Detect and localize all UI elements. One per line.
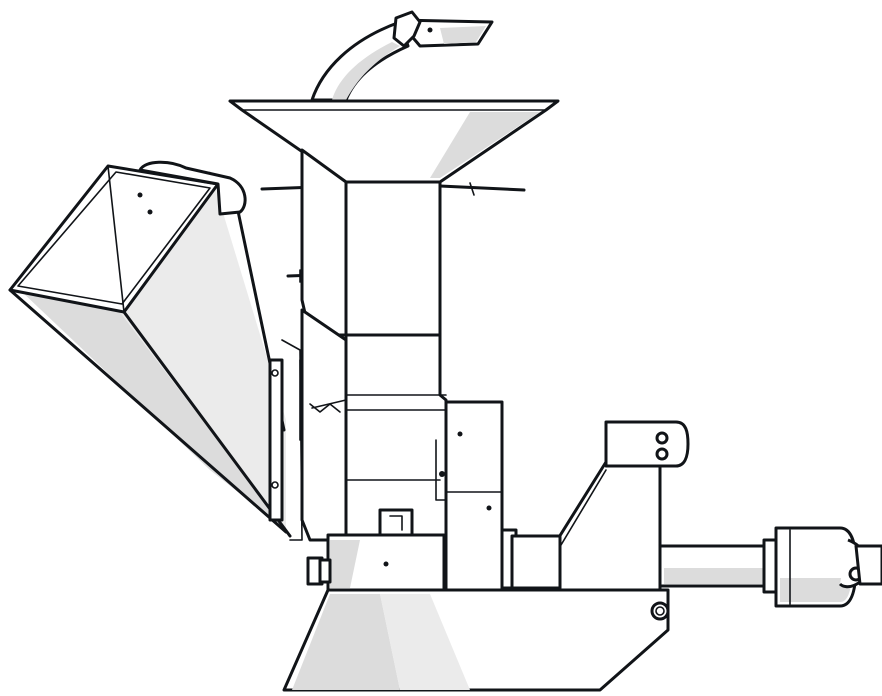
side-box (435, 400, 518, 592)
hitch-bracket (510, 420, 690, 592)
discharge-funnel (228, 99, 560, 184)
pto-shaft (658, 526, 882, 608)
rotor-housing (299, 148, 448, 542)
deflector-chute (310, 10, 494, 102)
feed-hopper (8, 160, 303, 541)
